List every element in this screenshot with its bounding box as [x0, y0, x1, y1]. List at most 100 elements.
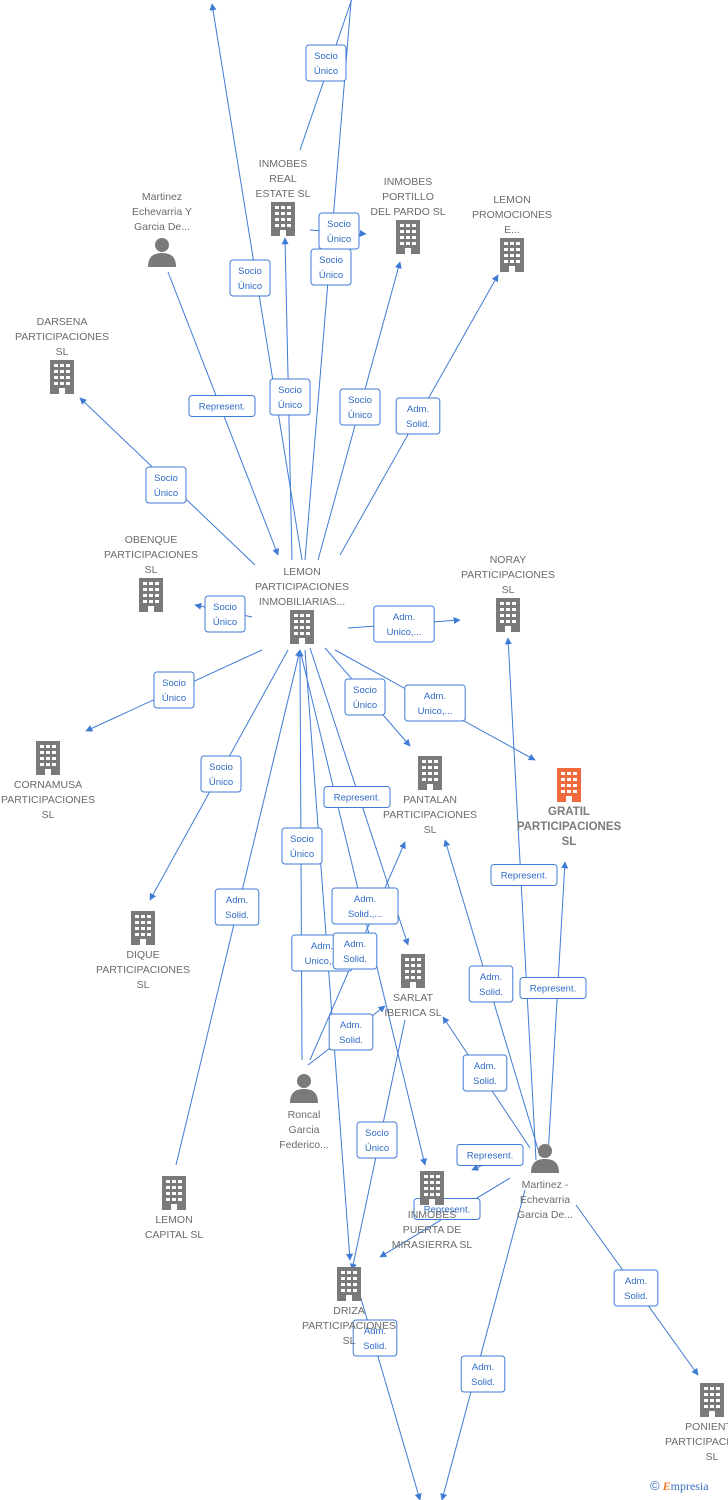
- edge-label-16[interactable]: Represent.: [323, 786, 391, 808]
- edge-label-text: Solid.: [479, 987, 503, 998]
- copyright-symbol: ©: [650, 1478, 660, 1493]
- edge-label-20[interactable]: Adm.Solid.: [332, 932, 378, 970]
- node-label-line: PARTICIPACIONES: [461, 569, 555, 581]
- node-label-line: CORNAMUSA: [14, 779, 82, 791]
- node-label-line: LEMON: [155, 1214, 192, 1226]
- node-label-line: SL: [562, 836, 577, 848]
- edge-label-text: Socio: [327, 219, 351, 230]
- node-label-line: INMOBES: [408, 1209, 456, 1221]
- edge-label-24[interactable]: Represent.: [519, 977, 587, 999]
- node-label-line: SL: [424, 824, 437, 836]
- edge-label-text: Unico,...: [387, 627, 422, 638]
- edge-label-21[interactable]: Adm.Solid.: [328, 1013, 374, 1051]
- building-icon: [36, 741, 60, 775]
- edge-label-box: [460, 1355, 506, 1393]
- node-label-line: MIRASIERRA SL: [392, 1239, 473, 1251]
- node-label-line: SL: [343, 1335, 356, 1347]
- node-label-line: CAPITAL SL: [145, 1229, 204, 1241]
- edge-label-text: Solid.,...: [348, 909, 382, 920]
- node-label-line: Martinez: [142, 191, 182, 203]
- edge-label-17[interactable]: Adm.Solid.,...: [331, 887, 399, 925]
- node-label-line: Federico...: [279, 1139, 329, 1151]
- edge-label-box: [395, 397, 441, 435]
- edge-label-text: Socio: [319, 255, 343, 266]
- edge-label-box: [188, 395, 256, 417]
- edge-label-text: Represent.: [467, 1151, 513, 1162]
- edge-labels-layer: SocioÚnicoSocioÚnicoSocioÚnicoSocioÚnico…: [145, 44, 659, 1393]
- edge-label-box: [323, 786, 391, 808]
- node-label-line: DEL PARDO SL: [370, 206, 445, 218]
- node-label-line: LEMON: [283, 566, 320, 578]
- edge-label-box: [404, 684, 466, 722]
- edge-label-27[interactable]: Represent.: [456, 1144, 524, 1166]
- edge-label-box: [344, 678, 386, 716]
- node-label-line: SL: [145, 564, 158, 576]
- edge-label-box: [281, 827, 323, 865]
- edge-label-text: Socio: [154, 473, 178, 484]
- building-icon: [290, 610, 314, 644]
- edge-label-6[interactable]: Adm.Solid.: [395, 397, 441, 435]
- brand-name: mpresia: [670, 1479, 709, 1493]
- node-label-line: PARTICIPACIONES: [104, 549, 198, 561]
- node-lemon-capital[interactable]: LEMON CAPITAL SL: [145, 1176, 204, 1241]
- edge-24: [547, 861, 569, 1157]
- edge-label-box: [331, 887, 399, 925]
- edge-31: [440, 1189, 526, 1500]
- node-label-line: Garcia: [289, 1124, 320, 1136]
- edge-label-text: Único: [327, 234, 351, 245]
- building-icon: [420, 1171, 444, 1205]
- edge-label-18[interactable]: Adm.Solid.: [214, 888, 260, 926]
- edge-label-text: Adm.: [340, 1020, 362, 1031]
- building-icon: [401, 954, 425, 988]
- building-icon: [418, 756, 442, 790]
- edge-label-10[interactable]: Adm.Unico,...: [373, 605, 435, 643]
- node-label-line: NORAY: [490, 554, 527, 566]
- edge-label-30[interactable]: Adm.Solid.: [352, 1319, 398, 1357]
- node-poniente[interactable]: PONIENTEPARTICIPACIONESSL: [665, 1383, 728, 1463]
- edge-label-31[interactable]: Adm.Solid.: [460, 1355, 506, 1393]
- edge-label-text: Represent.: [199, 402, 245, 413]
- edge-label-box: [490, 864, 558, 886]
- edge-label-22[interactable]: Represent.: [490, 864, 558, 886]
- edge-label-29[interactable]: Adm.Solid.: [613, 1269, 659, 1307]
- node-roncal[interactable]: RoncalGarciaFederico...: [279, 1074, 329, 1151]
- node-label-line: Echevarria: [520, 1194, 570, 1206]
- edge-label-text: Represent.: [501, 871, 547, 882]
- node-label-line: SL: [56, 346, 69, 358]
- edge-label-23[interactable]: Adm.Solid.: [468, 965, 514, 1003]
- node-lemon-promo[interactable]: LEMONPROMOCIONESE...: [472, 194, 552, 272]
- edge-label-13[interactable]: Adm.Unico,...: [404, 684, 466, 722]
- node-lemon-inmob[interactable]: LEMONPARTICIPACIONESINMOBILIARIAS...: [255, 566, 349, 644]
- edge-label-25[interactable]: Adm.Solid.: [462, 1054, 508, 1092]
- building-icon: [162, 1176, 186, 1210]
- edge-label-7[interactable]: Represent.: [188, 395, 256, 417]
- edge-label-text: Único: [238, 281, 262, 292]
